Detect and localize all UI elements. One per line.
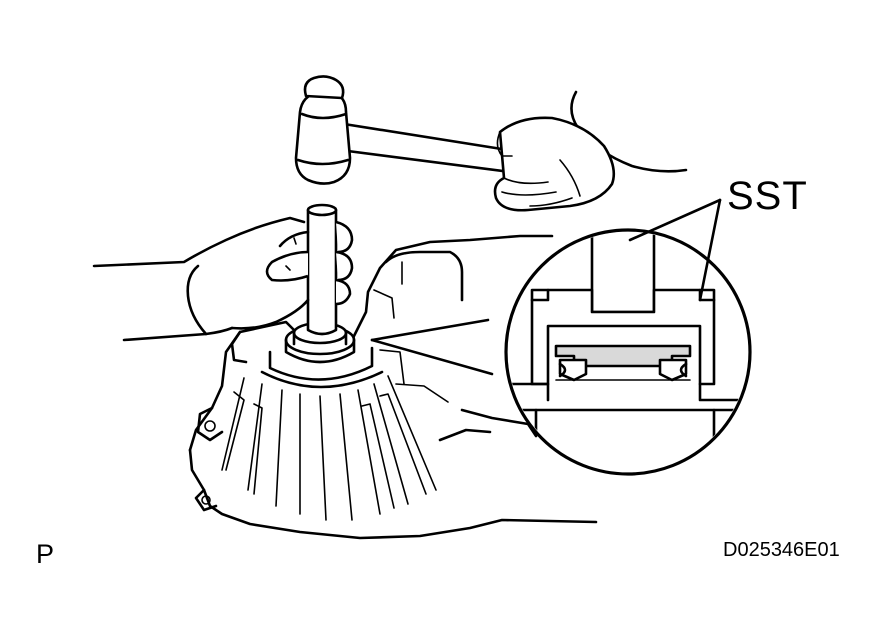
hand-icon (493, 90, 688, 212)
transaxle-case-icon (188, 234, 598, 540)
hand-icon (92, 216, 354, 342)
seal-installer-drift-icon (306, 203, 338, 336)
sst-label: SST (727, 174, 808, 218)
magnified-detail-icon (370, 198, 752, 476)
oil-seal-icon (284, 321, 356, 364)
hammer-icon (294, 75, 512, 185)
view-code-label: P (36, 539, 55, 569)
figure-id-label: D025346E01 (723, 539, 840, 561)
